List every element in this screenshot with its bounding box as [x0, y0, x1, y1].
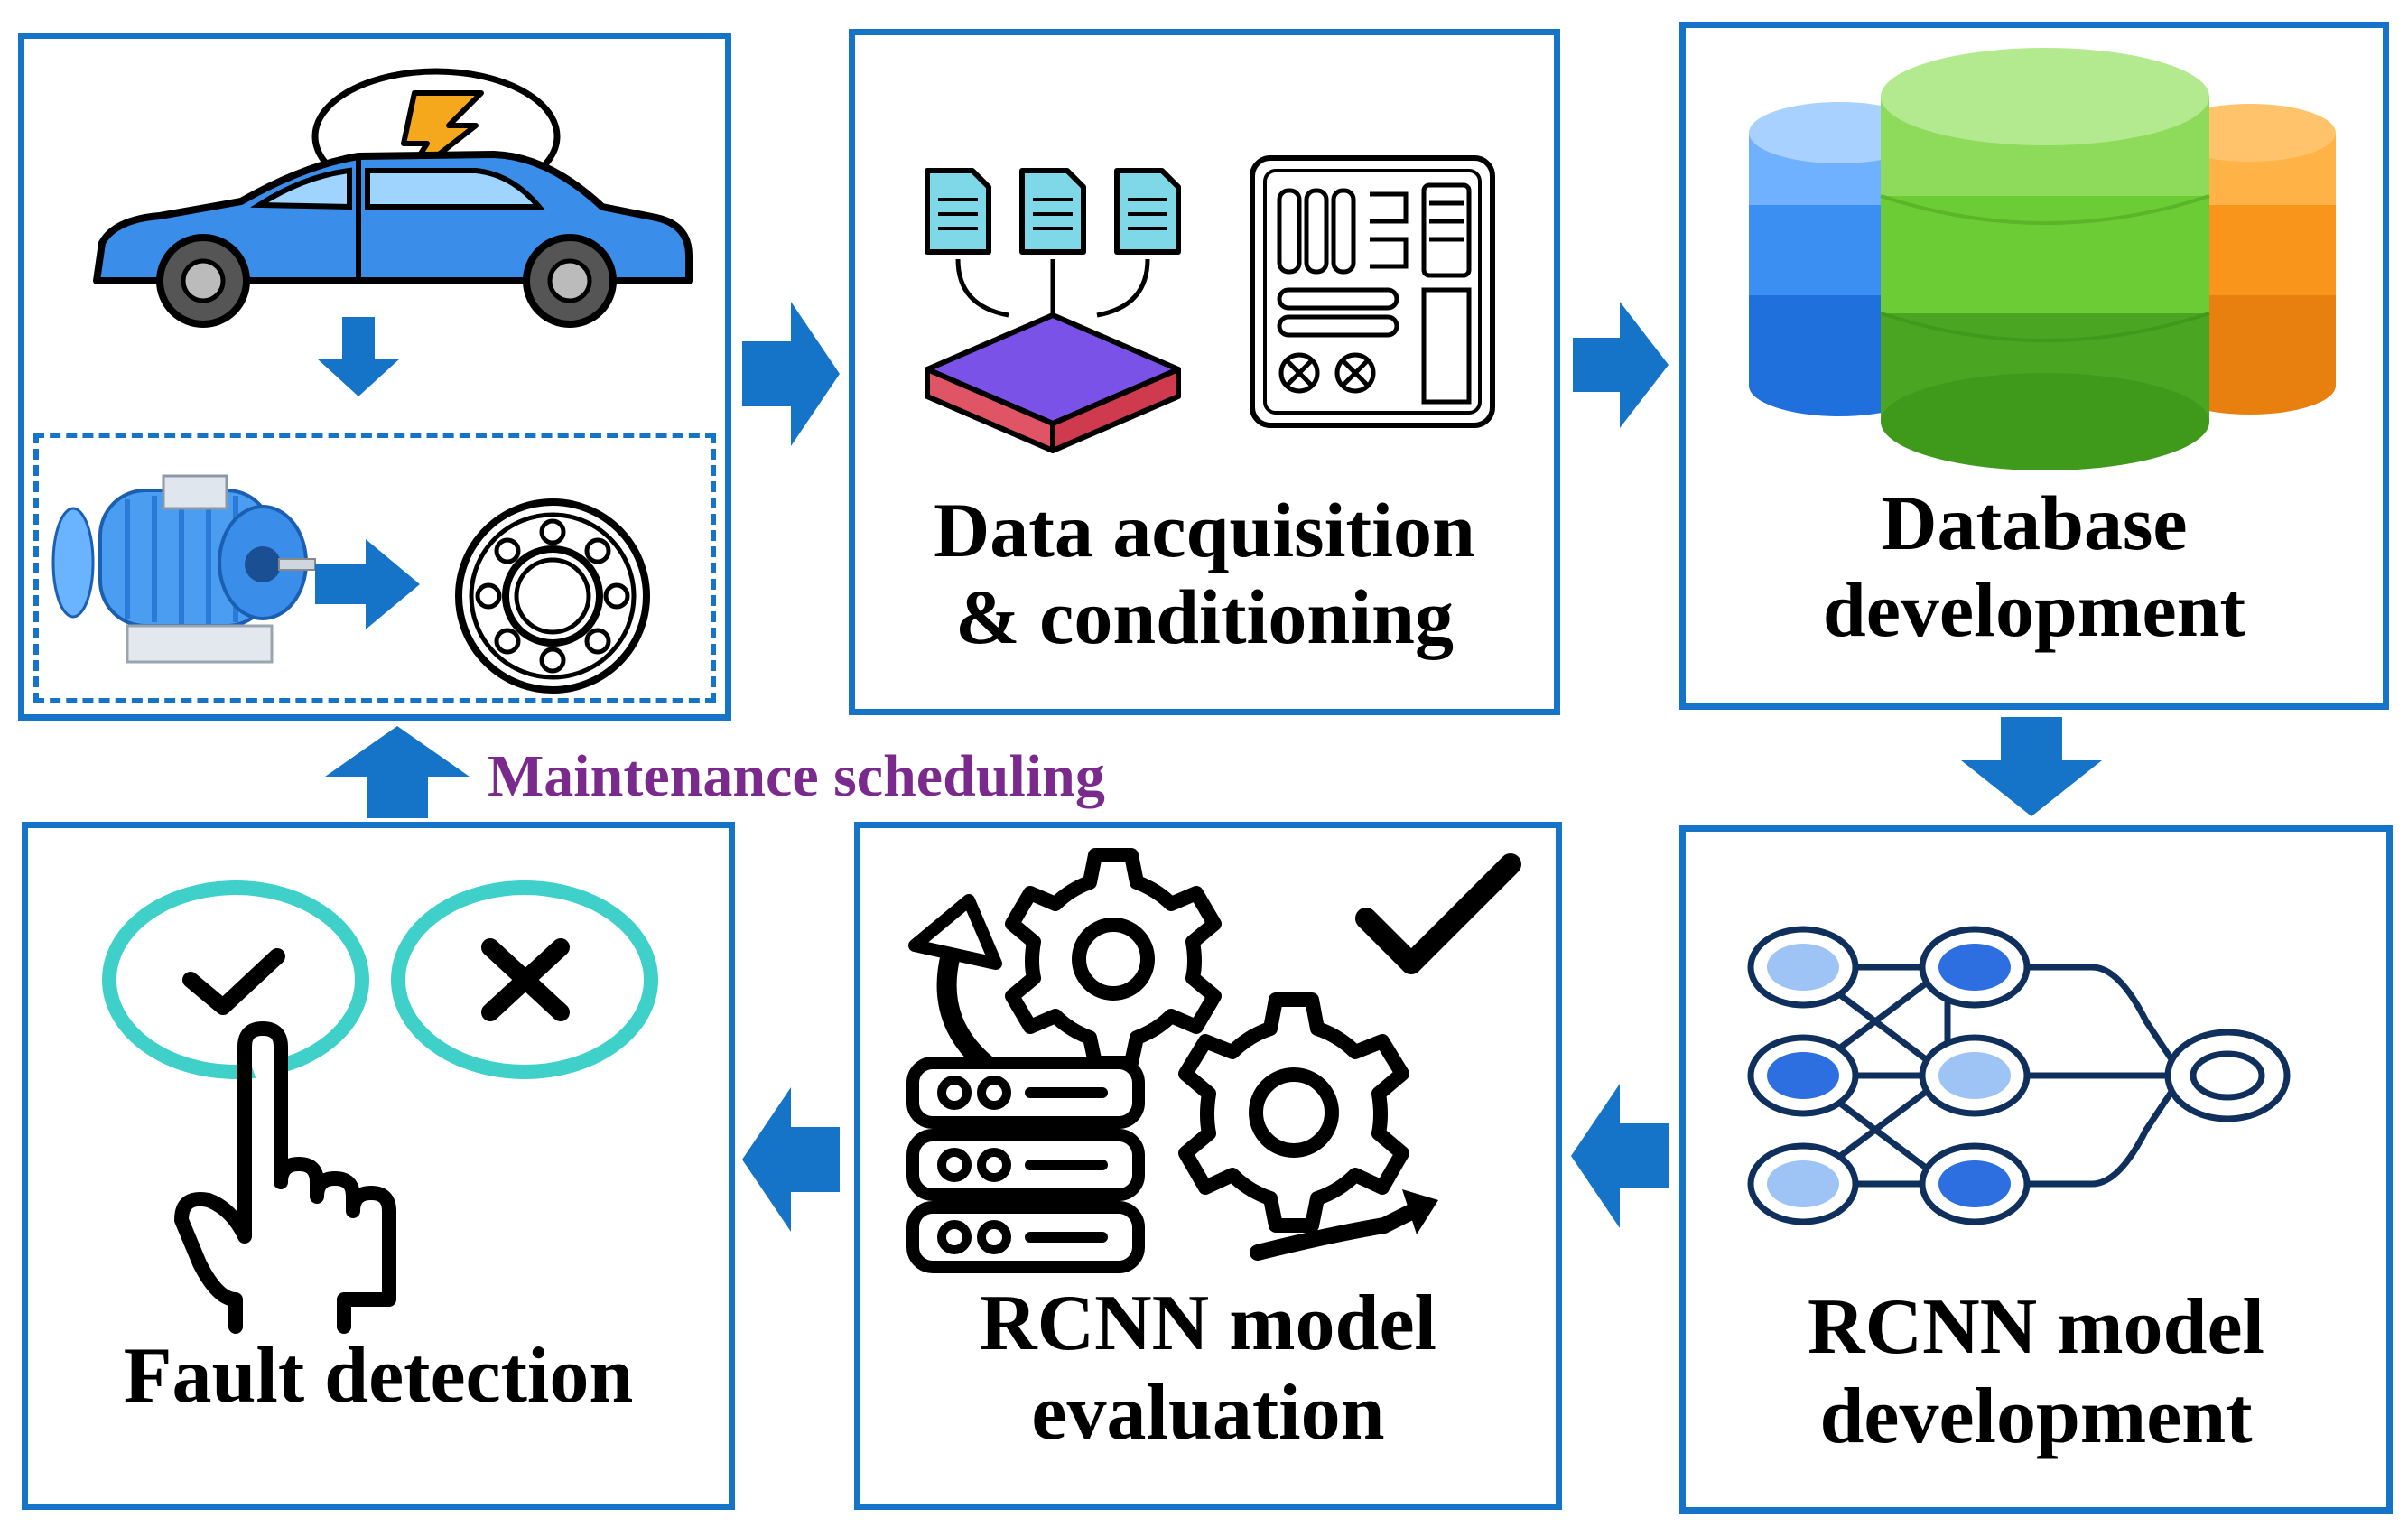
stage-rcnn-development-line2: development: [1819, 1372, 2253, 1460]
pointing-hand-icon: [174, 1021, 396, 1334]
cross-circle-icon: [391, 880, 658, 1079]
flow-arrow-eval-to-fault: [742, 1087, 840, 1232]
stage-fault-detection-box: Fault detection: [22, 822, 735, 1510]
neural-network-icon: [1747, 926, 2291, 1225]
down-arrow-icon: [317, 317, 400, 396]
right-arrow-icon: [315, 539, 420, 629]
bearing-icon: [455, 498, 650, 694]
stage-rcnn-evaluation-line1: RCNN model: [980, 1280, 1436, 1367]
flow-arrow-ev-to-acquisition: [742, 302, 840, 446]
stage-data-acquisition-box: Data acquisition & conditioning: [849, 29, 1560, 715]
stage-fault-detection-label: Fault detection: [28, 1332, 729, 1421]
flow-arrow-database-to-rcnn-dev: [1961, 717, 2102, 816]
server-rack-icon: [906, 1057, 1145, 1273]
circuit-board-icon: [1250, 155, 1495, 428]
stage-rcnn-development-line1: RCNN model: [1808, 1283, 2264, 1371]
flow-arrow-rcnn-dev-to-eval: [1571, 1084, 1669, 1228]
stage-data-acquisition-line1: Data acquisition: [934, 487, 1475, 573]
stage-rcnn-evaluation-line2: evaluation: [1031, 1368, 1385, 1457]
stage-rcnn-development-box: RCNN model development: [1679, 825, 2393, 1514]
documents-merge-icon: [925, 168, 1181, 453]
stage-ev-motor-box: [18, 33, 731, 721]
electric-car-icon: [93, 68, 693, 328]
gears-refresh-icon: [908, 848, 1438, 1261]
stage-data-acquisition-line2: & conditioning: [955, 573, 1454, 661]
flow-arrow-acquisition-to-database: [1573, 302, 1669, 428]
stage-rcnn-development-label: RCNN model development: [1686, 1283, 2386, 1461]
stage-rcnn-evaluation-label: RCNN model evaluation: [860, 1280, 1556, 1458]
stage-database-box: Database development: [1679, 22, 2389, 710]
stage-data-acquisition-label: Data acquisition & conditioning: [855, 487, 1554, 661]
motor-bearing-dashed-frame: [33, 433, 716, 703]
electric-motor-icon: [51, 474, 316, 664]
checkmark-icon: [1355, 853, 1521, 974]
check-circle-icon: [102, 880, 369, 1079]
stage-database-line2: development: [1822, 566, 2246, 654]
database-cylinders-icon: [1749, 48, 2336, 470]
stage-rcnn-evaluation-box: RCNN model evaluation: [854, 822, 1562, 1510]
stage-database-line1: Database: [1881, 480, 2188, 566]
stage-database-label: Database development: [1686, 480, 2383, 654]
stage-fault-detection-line1: Fault detection: [123, 1332, 634, 1420]
flow-arrow-fault-to-ev: [325, 726, 470, 818]
maintenance-scheduling-label: Maintenance scheduling: [488, 743, 1105, 809]
